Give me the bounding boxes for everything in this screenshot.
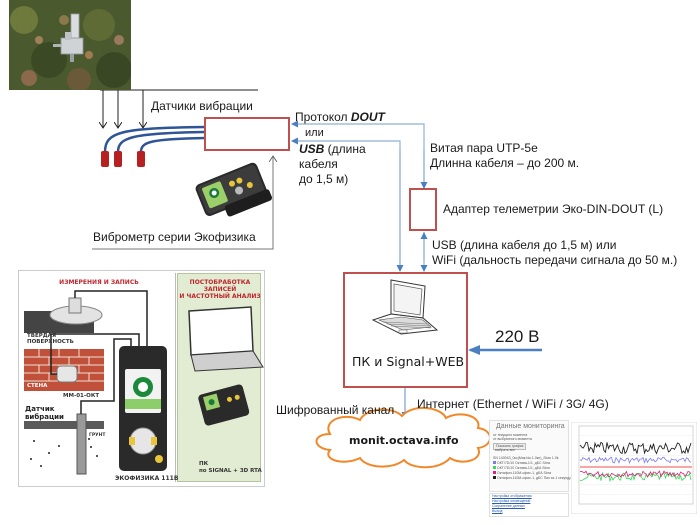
encrypted-channel-label: Шифрованный канал — [276, 403, 395, 417]
scheme-small-device — [198, 384, 250, 426]
scheme-illustration — [24, 290, 264, 476]
twisted-pair-line1: Витая пара UTP-5e — [430, 141, 538, 155]
adapter-label: Адаптер телеметрии Эко-DIN-DOUT (L) — [443, 202, 664, 216]
scheme-cable-3 — [80, 338, 132, 414]
surface-label-1: ТВЕРДАЯ — [27, 333, 57, 339]
link-save-data[interactable]: Сохранение данных — [492, 504, 525, 508]
cloud-label: monit.octava.info — [349, 434, 459, 447]
monitoring-chart — [571, 422, 697, 514]
usb-label-line1: USB (длина — [299, 142, 366, 157]
series-legend-1-label: ОКТ/7D/10 Октава-1/1, дБС Slow — [496, 461, 551, 465]
monitoring-option-2[interactable]: от выбранного момента — [493, 437, 532, 441]
select-all-checkbox[interactable]: выбрать все — [495, 448, 516, 452]
series-legend-2-label: ОКТ/7D/10 Октава-1/1, дБА Slow — [496, 466, 550, 470]
protocol-label-prefix: Протокол — [295, 110, 351, 124]
sensor-photo — [9, 0, 131, 90]
scheme-right-title-1: ПОСТОБРАБОТКА ЗАПИСЕЙ — [189, 279, 251, 293]
show-chart-button[interactable]: Показать график — [493, 443, 527, 450]
ground-sensor-label-2: вибрации — [25, 413, 64, 421]
monitoring-screenshot: Данные мониторинга от текущего момента о… — [489, 420, 699, 522]
series-legend-3-label: Октафон-110М-офис-1, дБА Slow — [496, 471, 552, 475]
sensor-plug-2 — [114, 151, 122, 167]
series-legend-4[interactable]: Октафон-110М-офис-1, дБС Пик за 1 секунд… — [493, 476, 571, 481]
vibrometer-device-image — [195, 162, 272, 217]
sensor-top-label: 004ОП — [25, 300, 46, 306]
ground-spike — [76, 413, 87, 475]
ground-soil — [24, 429, 104, 476]
monitoring-sidebar: Данные мониторинга от текущего момента о… — [489, 420, 571, 492]
link-logout[interactable]: Выход — [492, 509, 503, 513]
monitoring-title: Данные мониторинга — [496, 423, 565, 430]
scheme-left-title: ИЗМЕРЕНИЯ И ЗАПИСЬ — [59, 279, 139, 286]
device-label: ЭКОФИЗИКА 111В — [115, 475, 179, 482]
vibrometer-label: Виброметр серии Экофизика — [93, 230, 256, 244]
series-legend-4-label: Октафон-110М-офис-1, дБС Пик за 1 секунд… — [496, 476, 571, 480]
grass-photo-image — [9, 0, 131, 90]
sensor-cable-3 — [139, 136, 206, 153]
sensors-label: Датчики вибрации — [151, 99, 253, 113]
link-line2: WiFi (дальность передачи сигнала до 50 м… — [432, 253, 678, 267]
surface-label-2: ПОВЕРХНОСТЬ — [27, 339, 74, 345]
link-display-settings[interactable]: Настройка отображения — [492, 494, 532, 498]
link-alert-settings[interactable]: Настройка оповещений — [492, 499, 531, 503]
pc-label: ПК и Signal+WEB — [352, 354, 465, 369]
twisted-pair-line2: Длинна кабеля – до 200 м. — [430, 156, 580, 170]
chart-series-line-3 — [579, 470, 692, 478]
or-label: или — [305, 127, 324, 139]
scheme-pc-label-1: ПК — [199, 461, 209, 467]
sensor-plug-3 — [137, 151, 145, 167]
sensor-cable-1 — [103, 125, 206, 153]
protocol-label-bold: DOUT — [350, 110, 385, 124]
device-line: SN 140043_0кс(Мак.Ык.1.0кн)_Slow 1.0k — [493, 456, 559, 460]
power-label: 220 В — [495, 327, 540, 346]
ground-sensor-label: Датчик вибрации — [25, 405, 64, 421]
telemetry-adapter-box — [409, 188, 437, 231]
usb-label-line2: кабеля — [299, 157, 338, 171]
scheme-pc-label-2: по SIGNAL + 3D RTA — [199, 468, 262, 474]
scheme-right-title-2: И ЧАСТОТНЫЙ АНАЛИЗ — [179, 293, 261, 300]
link-line1: USB (длина кабеля до 1,5 м) или — [432, 238, 617, 252]
sensor-cable-2 — [116, 130, 206, 153]
surface-label: ТВЕРДАЯ ПОВЕРХНОСТЬ — [27, 333, 74, 345]
chart-series-line-1 — [579, 456, 692, 465]
cloud-shape — [315, 407, 491, 469]
wall-label: СТЕНА — [27, 383, 48, 389]
scheme-right-title: ПОСТОБРАБОТКА ЗАПИСЕЙ И ЧАСТОТНЫЙ АНАЛИЗ — [179, 279, 261, 300]
usb-label: USB (длина кабеля до 1,5 м) — [299, 142, 366, 187]
protocol-label: Протокол DOUT — [295, 110, 385, 125]
link-label: USB (длина кабеля до 1,5 м) или WiFi (да… — [432, 238, 677, 268]
series-legend-1[interactable]: ОКТ/7D/10 Октава-1/1, дБС Slow — [493, 461, 550, 466]
scheme-cable-1 — [74, 290, 148, 346]
scheme-pc-label: ПК по SIGNAL + 3D RTA — [199, 461, 262, 475]
sensor-plug-1 — [101, 151, 109, 167]
monitoring-option-1[interactable]: от текущего момента — [493, 433, 528, 437]
ground-sensor-label-1: Датчик — [25, 405, 55, 413]
usb-label-bold: USB — [299, 142, 325, 156]
internet-label: Интернет (Ethernet / WiFi / 3G/ 4G) — [417, 397, 609, 411]
wall-sensor-label: ММ-01-ОКТ — [63, 393, 100, 399]
chart-series-line-2 — [579, 471, 692, 483]
usb-label-line3: до 1,5 м) — [299, 172, 349, 186]
scheme-laptop-base — [190, 350, 264, 372]
scheme-cable-2 — [50, 333, 140, 375]
scheme-laptop-screen — [188, 306, 254, 356]
usb-label-rest1: (длина — [324, 142, 366, 156]
sensor-top-body — [68, 297, 82, 314]
measurement-scheme: ИЗМЕРЕНИЯ И ЗАПИСЬ ПОСТОБРАБОТКА ЗАПИСЕЙ… — [18, 270, 265, 487]
ground-label: ГРУНТ — [89, 433, 106, 438]
twisted-pair-label: Витая пара UTP-5e Длинна кабеля – до 200… — [430, 141, 579, 171]
series-legend-2[interactable]: ОКТ/7D/10 Октава-1/1, дБА Slow — [493, 466, 550, 471]
monitoring-links: Настройка отображения Настройка оповещен… — [489, 493, 569, 517]
vibrometer-box — [204, 117, 290, 151]
vibrometer-line — [92, 156, 273, 250]
series-legend-3[interactable]: Октафон-110М-офис-1, дБА Slow — [493, 471, 551, 476]
laptop-icon — [371, 279, 439, 335]
brick-wall — [24, 349, 104, 391]
chart-series-line-4 — [579, 441, 692, 455]
